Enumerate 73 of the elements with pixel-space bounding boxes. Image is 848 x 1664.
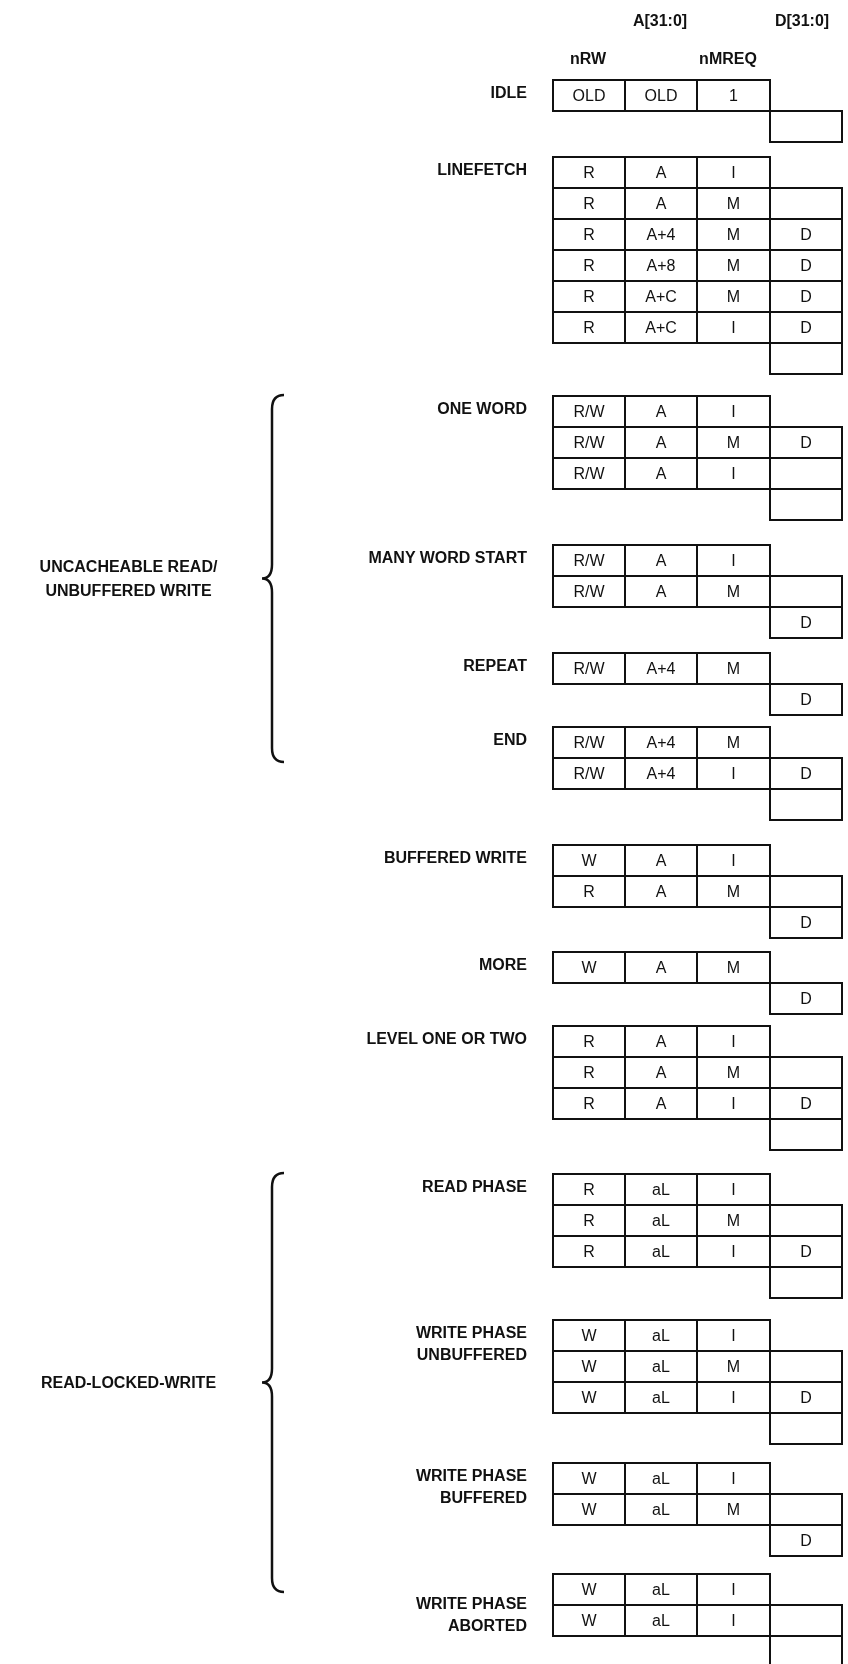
table-cell: W — [552, 1319, 626, 1352]
table-cell: I — [696, 1173, 771, 1206]
table-cell: D — [769, 1524, 843, 1557]
state-label: IDLE — [490, 83, 527, 103]
table-cell: R/W — [552, 457, 626, 490]
table-cell: R/W — [552, 395, 626, 428]
table-cell: M — [696, 951, 771, 984]
state-label: LEVEL ONE OR TWO — [366, 1029, 527, 1049]
table-cell: D — [769, 906, 843, 939]
state-label: READ PHASE — [422, 1177, 527, 1197]
table-cell: M — [696, 652, 771, 685]
table-cell: OLD — [624, 79, 698, 112]
group-label: READ-LOCKED-WRITE — [39, 1372, 218, 1393]
table-cell: D — [769, 982, 843, 1015]
empty-cell — [769, 342, 843, 375]
state-label: ONE WORD — [437, 399, 527, 419]
column-header: nRW — [569, 50, 607, 68]
table-cell: R/W — [552, 575, 626, 608]
table-cell: W — [552, 1462, 626, 1495]
table-cell: R — [552, 1173, 626, 1206]
table-cell: A+4 — [624, 652, 698, 685]
table-cell: R — [552, 875, 626, 908]
state-label: WRITE PHASE BUFFERED — [414, 1466, 527, 1508]
empty-cell — [769, 1412, 843, 1445]
table-cell: I — [696, 1462, 771, 1495]
table-cell: W — [552, 951, 626, 984]
table-cell: R/W — [552, 757, 626, 790]
table-cell: I — [696, 844, 771, 877]
empty-cell — [769, 110, 843, 143]
table-cell: I — [696, 156, 771, 189]
column-header: D[31:0] — [774, 12, 830, 30]
table-cell: M — [696, 726, 771, 759]
empty-cell — [769, 788, 843, 821]
state-label: REPEAT — [463, 656, 527, 676]
table-cell: R/W — [552, 544, 626, 577]
table-cell: D — [769, 426, 843, 459]
state-label: WRITE PHASE ABORTED — [414, 1594, 527, 1636]
empty-cell — [769, 1266, 843, 1299]
table-cell: W — [552, 1573, 626, 1606]
state-label: WRITE PHASE UNBUFFERED — [414, 1323, 527, 1365]
table-cell: A — [624, 951, 698, 984]
table-cell: D — [769, 606, 843, 639]
table-cell: W — [552, 1493, 626, 1526]
group-label: UNCACHEABLE READ/ UNBUFFERED WRITE — [38, 556, 219, 601]
table-cell: I — [696, 395, 771, 428]
table-cell: R — [552, 1025, 626, 1058]
table-cell: D — [769, 683, 843, 716]
table-cell: D — [769, 757, 843, 790]
table-cell: I — [696, 1025, 771, 1058]
state-label: MANY WORD START — [368, 548, 527, 568]
table-cell: R — [552, 1235, 626, 1268]
empty-cell — [769, 1118, 843, 1151]
column-header: A[31:0] — [632, 12, 688, 30]
table-cell: I — [696, 544, 771, 577]
table-cell: R — [552, 156, 626, 189]
empty-cell — [769, 488, 843, 521]
table-cell: I — [696, 1319, 771, 1352]
table-cell: R — [552, 1087, 626, 1120]
table-cell: W — [552, 844, 626, 877]
empty-cell — [769, 1635, 843, 1664]
table-cell: R/W — [552, 652, 626, 685]
table-cell: R — [552, 311, 626, 344]
table-cell: R/W — [552, 726, 626, 759]
table-cell: I — [696, 1573, 771, 1606]
state-label: END — [493, 730, 527, 750]
state-label: LINEFETCH — [437, 160, 527, 180]
column-header: nMREQ — [699, 50, 757, 68]
table-cell: OLD — [552, 79, 626, 112]
table-cell: W — [552, 1604, 626, 1637]
state-label: MORE — [479, 955, 527, 975]
table-cell: W — [552, 1381, 626, 1414]
table-cell: 1 — [696, 79, 771, 112]
state-label: BUFFERED WRITE — [383, 848, 527, 868]
